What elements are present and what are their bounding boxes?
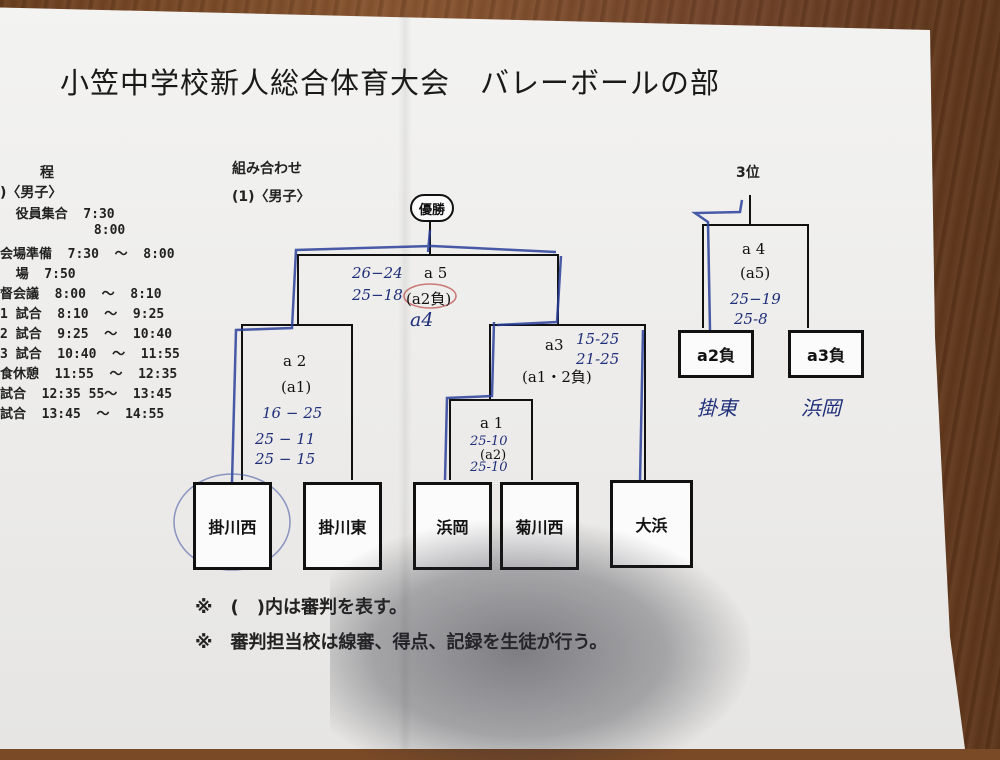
match-a2-ref: (a1) — [281, 378, 312, 396]
match-a4-ref: (a5) — [740, 264, 771, 282]
match-a5-code: a 5 — [424, 264, 448, 282]
match-a2-score: 25 − 15 — [255, 450, 316, 468]
match-a2-score: 16 − 25 — [262, 404, 323, 422]
schedule-line: 場 7:50 — [0, 267, 76, 282]
page-title: 小笠中学校新人総合体育大会 バレーボールの部 — [60, 66, 721, 100]
bracket-subheading: (1)〈男子〉 — [232, 189, 311, 205]
bracket-heading: 組み合わせ — [232, 161, 302, 177]
champion-text: 優勝 — [418, 202, 445, 218]
team-name: 掛川西 — [208, 518, 257, 537]
third-place-label: 3位 — [736, 165, 760, 181]
match-a3-ref: (a1・2負) — [522, 368, 592, 386]
handwritten-team-name: 掛東 — [697, 396, 737, 420]
schedule-line: 食休憩 11:55 〜 12:35 — [0, 367, 178, 382]
match-a4-score: 25-8 — [734, 310, 768, 328]
match-a5-score: 26−24 — [352, 264, 403, 282]
photographer-shadow — [330, 520, 750, 760]
team-box-a2-loser: a2負 — [678, 330, 754, 378]
champion-label: 優勝 — [410, 194, 454, 222]
match-a1-score: 25-10 — [470, 434, 508, 449]
match-a4-score: 25−19 — [730, 290, 781, 308]
team-box-kakegawa-nishi: 掛川西 — [193, 482, 272, 570]
schedule-line: 会場準備 7:30 〜 8:00 — [0, 247, 175, 262]
schedule-line: 督会議 8:00 〜 8:10 — [0, 287, 162, 302]
schedule-line: 8:00 — [0, 223, 126, 238]
match-a5-ref: (a2負) — [406, 290, 452, 308]
schedule-line: 1 試合 8:10 〜 9:25 — [0, 307, 165, 322]
match-a4-code: a 4 — [742, 240, 766, 258]
match-a1-code: a 1 — [480, 414, 504, 432]
match-a3-score: 21-25 — [576, 350, 620, 368]
schedule-line: 試合 13:45 〜 14:55 — [0, 407, 165, 422]
handwritten-team-name: 浜岡 — [801, 396, 841, 420]
match-a5-score: 25−18 — [352, 286, 403, 304]
match-a3-score: 15-25 — [576, 330, 620, 348]
match-a2-code: a 2 — [283, 352, 307, 370]
schedule-line: 3 試合 10:40 〜 11:55 — [0, 347, 180, 362]
schedule-line: 試合 12:35 55〜 13:45 — [0, 387, 173, 402]
team-box-a3-loser: a3負 — [788, 330, 864, 378]
match-a2-score: 25 − 11 — [255, 430, 316, 448]
schedule-gender: )〈男子〉 — [0, 185, 63, 201]
match-a1-score: 25-10 — [470, 460, 508, 475]
team-name: a2負 — [697, 346, 735, 365]
schedule-line: 役員集合 7:30 — [0, 207, 115, 222]
team-name: a3負 — [807, 346, 845, 365]
match-a3-code: a3 — [545, 336, 564, 354]
match-a1-ref: (a2) — [480, 448, 507, 463]
match-a5-note: a4 — [410, 309, 434, 331]
schedule-heading: 程 — [40, 165, 54, 181]
schedule-line: 2 試合 9:25 〜 10:40 — [0, 327, 173, 342]
